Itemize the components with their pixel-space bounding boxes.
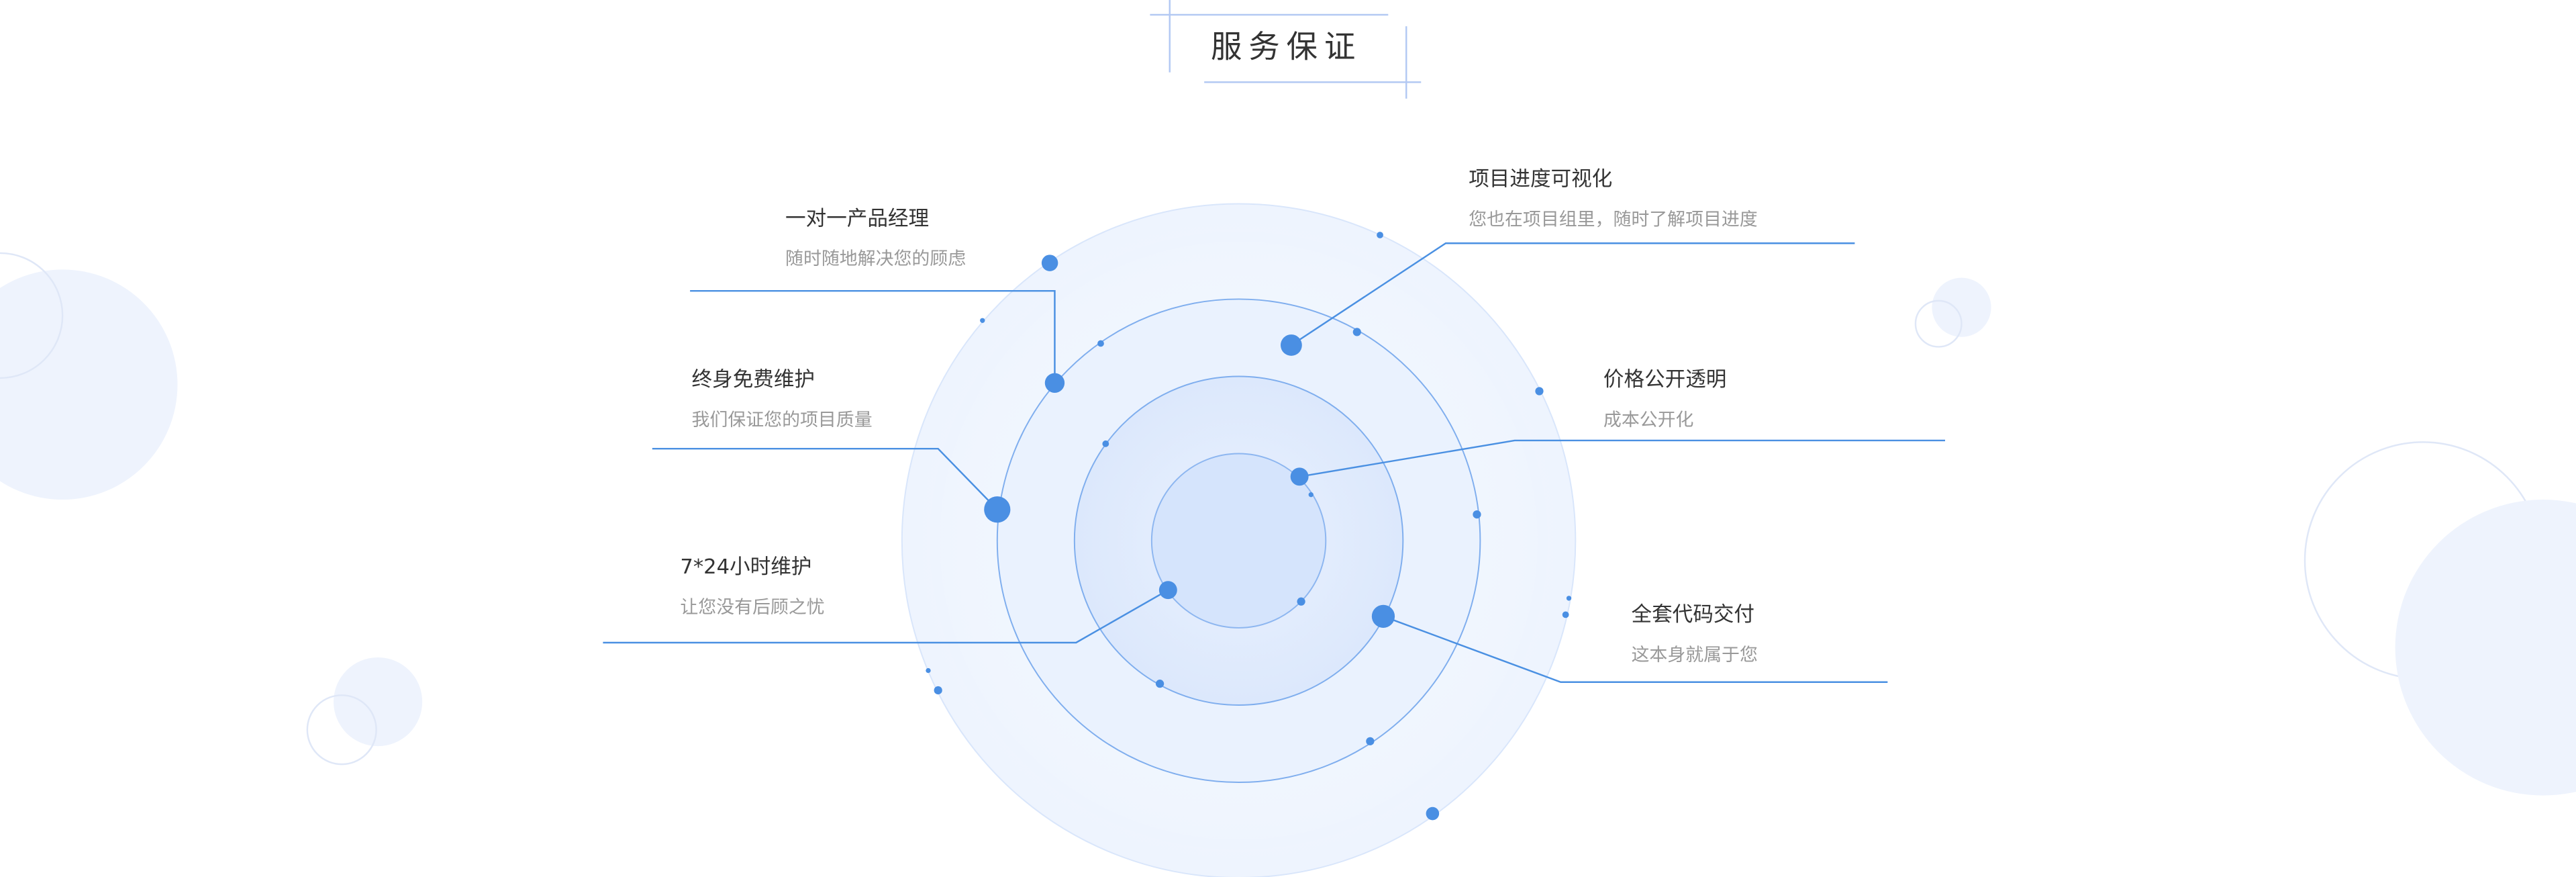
feature-subtitle: 成本公开化: [1603, 410, 1694, 430]
orbit-dot: [980, 318, 985, 323]
connector-line: [1291, 242, 1855, 347]
deco-ring: [1914, 299, 1963, 348]
concentric-circles: [901, 203, 1577, 877]
feature-dot: [1290, 467, 1309, 486]
orbit-dot: [1562, 611, 1569, 618]
deco-circle: [1932, 277, 1991, 337]
feature-subtitle: 让您没有后顾之忧: [680, 597, 824, 618]
feature-title: 终身免费维护: [692, 368, 815, 391]
feature-dot: [1371, 604, 1395, 628]
feature-title: 一对一产品经理: [785, 207, 929, 230]
feature-product-manager: 一对一产品经理 随时随地解决您的顾虑: [690, 207, 1065, 393]
section-title: 服务保证: [1150, 0, 1422, 99]
feature-full-code-delivery: 全套代码交付 这本身就属于您: [1371, 603, 1888, 683]
connector-line: [690, 289, 1056, 383]
orbit-dot: [1155, 680, 1165, 688]
deco-circle: [333, 657, 423, 747]
orbit-dot: [1473, 510, 1481, 519]
orbit-dot: [1535, 387, 1544, 396]
orbit-dot: [1366, 737, 1375, 745]
orbit-dots: [926, 232, 1572, 821]
feature-subtitle: 随时随地解决您的顾虑: [785, 248, 966, 269]
feature-subtitle: 您也在项目组里，随时了解项目进度: [1469, 209, 1758, 230]
connector-line: [603, 589, 1169, 644]
connector-line: [1299, 439, 1946, 477]
orbit-dot: [1097, 340, 1104, 347]
orbit-dot: [926, 667, 931, 674]
feature-dot: [984, 496, 1011, 523]
orbit-dot: [934, 686, 942, 695]
feature-title: 7*24小时维护: [680, 555, 811, 579]
connector-line: [1383, 615, 1888, 683]
deco-circle: [0, 269, 178, 500]
page-title: 服务保证: [1211, 29, 1362, 65]
orbit-dot: [1377, 232, 1383, 238]
feature-title: 全套代码交付: [1632, 603, 1754, 627]
feature-lifetime-maintenance: 终身免费维护 我们保证您的项目质量: [652, 368, 1011, 523]
feature-subtitle: 我们保证您的项目质量: [692, 410, 873, 430]
orbit-dot: [1102, 440, 1109, 447]
orbit-dot: [1566, 596, 1572, 601]
deco-ring: [306, 694, 377, 766]
deco-circle: [2395, 500, 2576, 796]
feature-dot: [1044, 373, 1065, 393]
orbit-dot: [1426, 806, 1440, 821]
feature-24-7-support: 7*24小时维护 让您没有后顾之忧: [603, 555, 1177, 644]
halo-ring: [930, 232, 1548, 850]
feature-title: 项目进度可视化: [1469, 168, 1612, 191]
feature-subtitle: 这本身就属于您: [1632, 645, 1758, 665]
connector-line: [652, 447, 998, 510]
orbit-dot: [1308, 492, 1314, 498]
feature-progress-visualization: 项目进度可视化 您也在项目组里，随时了解项目进度: [1280, 168, 1855, 356]
orbit-dot: [1041, 255, 1058, 271]
orbit-dot: [1352, 328, 1361, 336]
deco-ring: [0, 252, 64, 379]
inner-circle: [1150, 453, 1327, 629]
orbit-dot: [1297, 597, 1305, 606]
feature-transparent-pricing: 价格公开透明 成本公开化: [1290, 368, 1946, 486]
feature-title: 价格公开透明: [1603, 368, 1726, 391]
feature-dot: [1280, 334, 1302, 356]
background-decorations: [0, 252, 2576, 796]
feature-dot: [1158, 581, 1177, 600]
